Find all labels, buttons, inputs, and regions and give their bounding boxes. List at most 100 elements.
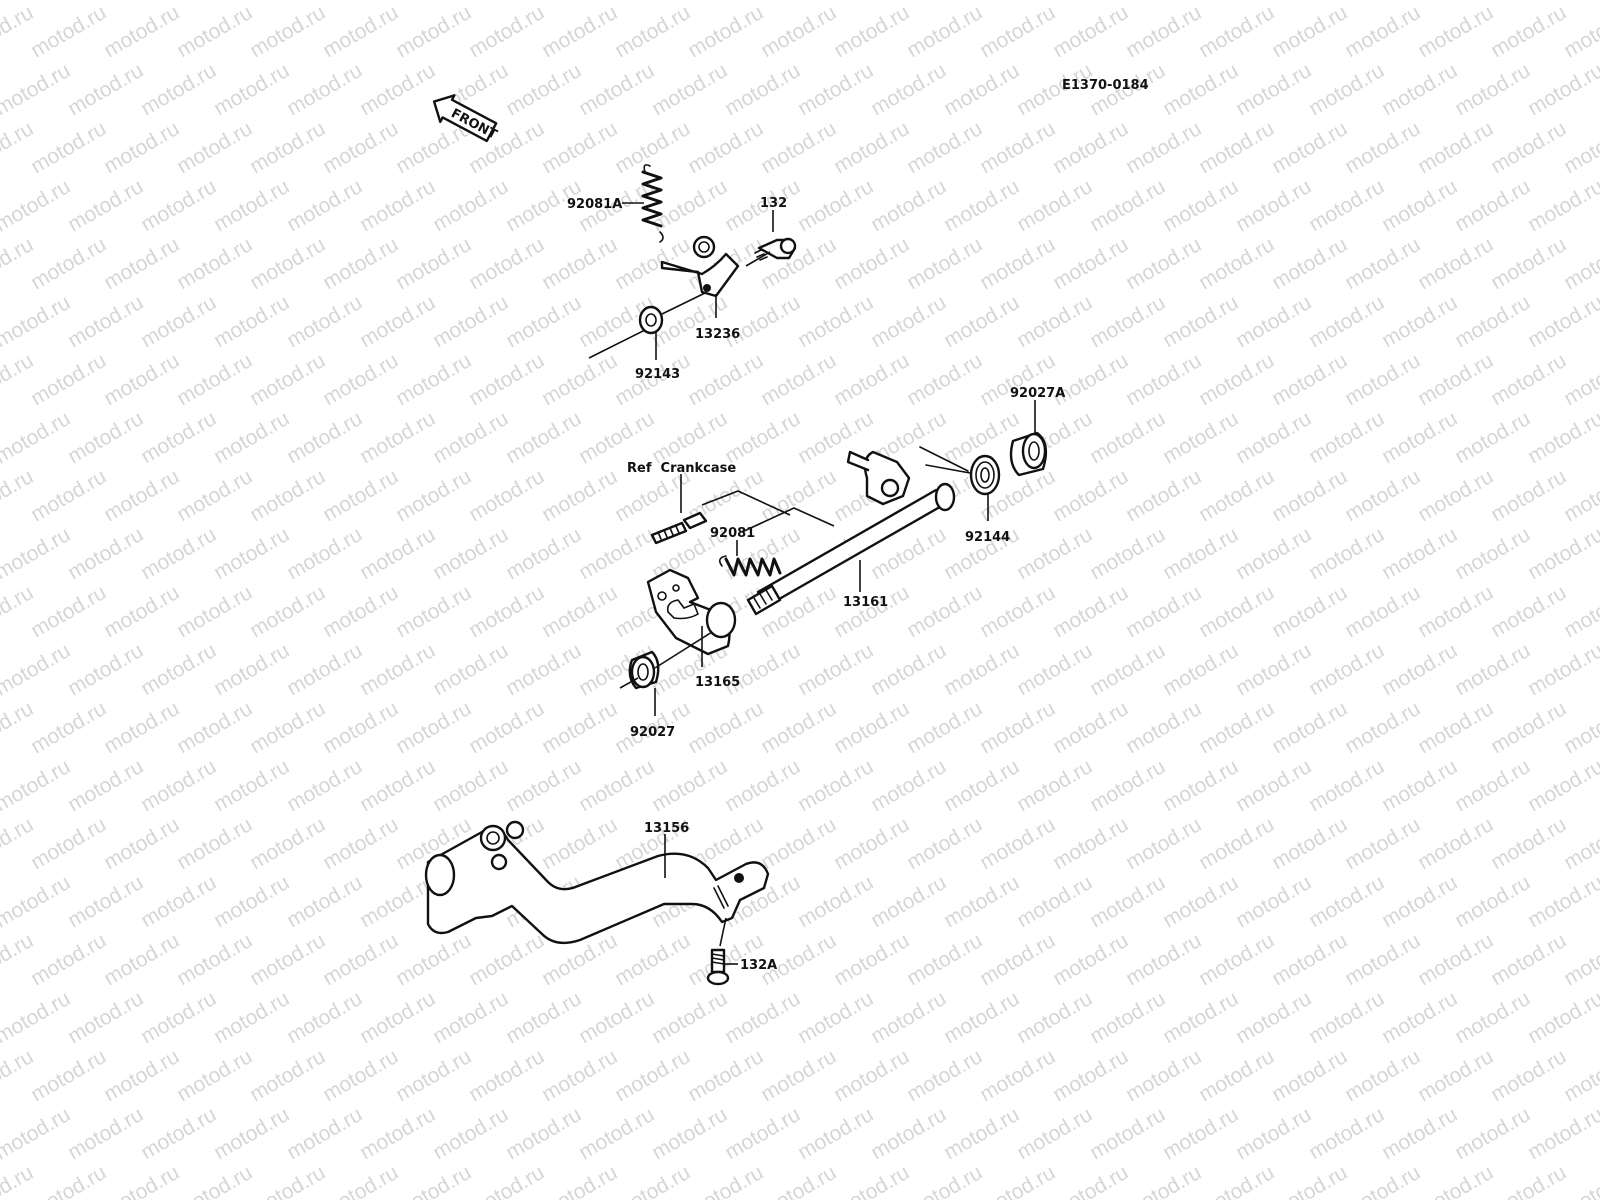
- watermark-text: motod.ru: [757, 1, 840, 62]
- watermark-text: motod.ru: [976, 117, 1059, 178]
- watermark-text: motod.ru: [0, 1, 37, 62]
- watermark-text: motod.ru: [1049, 1, 1132, 62]
- watermark-text: motod.ru: [538, 581, 621, 642]
- watermark-text: motod.ru: [1049, 233, 1132, 294]
- watermark-text: motod.ru: [319, 813, 402, 874]
- watermark-text: motod.ru: [1232, 59, 1315, 120]
- watermark-text: motod.ru: [1122, 117, 1205, 178]
- watermark-text: motod.ru: [392, 233, 475, 294]
- watermark-text: motod.ru: [1159, 407, 1242, 468]
- watermark-text: motod.ru: [757, 697, 840, 758]
- watermark-text: motod.ru: [976, 929, 1059, 990]
- watermark-text: motod.ru: [1122, 465, 1205, 526]
- watermark-text: motod.ru: [502, 639, 585, 700]
- watermark-text: motod.ru: [1159, 987, 1242, 1048]
- watermark-text: motod.ru: [210, 0, 293, 4]
- watermark-text: motod.ru: [830, 1161, 913, 1200]
- watermark-text: motod.ru: [100, 233, 183, 294]
- watermark-text: motod.ru: [648, 1103, 731, 1164]
- watermark-text: motod.ru: [392, 697, 475, 758]
- watermark-text: motod.ru: [100, 1, 183, 62]
- watermark-text: motod.ru: [246, 1045, 329, 1106]
- watermark-text: motod.ru: [1378, 175, 1461, 236]
- watermark-text: motod.ru: [721, 1103, 804, 1164]
- watermark-text: motod.ru: [940, 987, 1023, 1048]
- shift-arm: [846, 450, 911, 506]
- watermark-text: motod.ru: [1487, 465, 1570, 526]
- watermark-text: motod.ru: [246, 465, 329, 526]
- watermark-text: motod.ru: [1341, 1045, 1424, 1106]
- watermark-text: motod.ru: [1086, 755, 1169, 816]
- watermark-text: motod.ru: [429, 175, 512, 236]
- watermark-text: motod.ru: [1159, 523, 1242, 584]
- watermark-text: motod.ru: [1451, 987, 1534, 1048]
- watermark-text: motod.ru: [1013, 0, 1096, 4]
- watermark-text: motod.ru: [27, 1, 110, 62]
- watermark-text: motod.ru: [1341, 349, 1424, 410]
- watermark-text: motod.ru: [283, 407, 366, 468]
- watermark-text: motod.ru: [1232, 639, 1315, 700]
- watermark-text: motod.ru: [1378, 0, 1461, 4]
- watermark-text: motod.ru: [1305, 639, 1388, 700]
- watermark-text: motod.ru: [1560, 349, 1600, 410]
- watermark-text: motod.ru: [1341, 465, 1424, 526]
- watermark-text: motod.ru: [1341, 117, 1424, 178]
- watermark-text: motod.ru: [1305, 175, 1388, 236]
- bolt-132: [754, 237, 797, 261]
- watermark-text: motod.ru: [538, 1161, 621, 1200]
- watermark-text: motod.ru: [64, 59, 147, 120]
- watermark-text: motod.ru: [0, 1161, 37, 1200]
- watermark-text: motod.ru: [1414, 1161, 1497, 1200]
- watermark-text: motod.ru: [1195, 1, 1278, 62]
- label-13165: 13165: [695, 675, 740, 690]
- watermark-text: motod.ru: [684, 1045, 767, 1106]
- watermark-text: motod.ru: [27, 697, 110, 758]
- watermark-text: motod.ru: [283, 1103, 366, 1164]
- watermark-text: motod.ru: [502, 407, 585, 468]
- watermark-text: motod.ru: [1268, 465, 1351, 526]
- watermark-text: motod.ru: [1305, 291, 1388, 352]
- watermark-text: motod.ru: [1268, 813, 1351, 874]
- watermark-text: motod.ru: [1451, 871, 1534, 932]
- watermark-text: motod.ru: [392, 1, 475, 62]
- watermark-text: motod.ru: [1122, 581, 1205, 642]
- label-ref-crankcase: Ref Crankcase: [627, 461, 736, 476]
- watermark-text: motod.ru: [1560, 697, 1600, 758]
- lever-13236: [660, 235, 740, 298]
- watermark-text: motod.ru: [1414, 581, 1497, 642]
- watermark-text: motod.ru: [757, 1045, 840, 1106]
- watermark-text: motod.ru: [1013, 755, 1096, 816]
- watermark-text: motod.ru: [1268, 1161, 1351, 1200]
- watermark-text: motod.ru: [465, 233, 548, 294]
- watermark-text: motod.ru: [0, 291, 74, 352]
- watermark-text: motod.ru: [1013, 1103, 1096, 1164]
- watermark-text: motod.ru: [1414, 697, 1497, 758]
- watermark-text: motod.ru: [575, 755, 658, 816]
- watermark-text: motod.ru: [1232, 0, 1315, 4]
- watermark-text: motod.ru: [1451, 407, 1534, 468]
- watermark-text: motod.ru: [1268, 1045, 1351, 1106]
- watermark-text: motod.ru: [27, 233, 110, 294]
- watermark-text: motod.ru: [1159, 871, 1242, 932]
- watermark-text: motod.ru: [794, 755, 877, 816]
- watermark-text: motod.ru: [137, 0, 220, 4]
- watermark-text: motod.ru: [64, 523, 147, 584]
- watermark-text: motod.ru: [0, 813, 37, 874]
- watermark-text: motod.ru: [721, 407, 804, 468]
- watermark-text: motod.ru: [575, 523, 658, 584]
- watermark-text: motod.ru: [173, 813, 256, 874]
- watermark-text: motod.ru: [1524, 1103, 1600, 1164]
- watermark-text: motod.ru: [100, 1161, 183, 1200]
- watermark-text: motod.ru: [319, 233, 402, 294]
- label-92081: 92081: [710, 526, 755, 541]
- watermark-text: motod.ru: [976, 581, 1059, 642]
- watermark-text: motod.ru: [1086, 175, 1169, 236]
- watermark-text: motod.ru: [794, 987, 877, 1048]
- watermark-text: motod.ru: [684, 1, 767, 62]
- watermark-text: motod.ru: [319, 929, 402, 990]
- watermark-text: motod.ru: [0, 639, 74, 700]
- watermark-text: motod.ru: [1560, 1045, 1600, 1106]
- watermark-text: motod.ru: [1159, 639, 1242, 700]
- watermark-text: motod.ru: [538, 233, 621, 294]
